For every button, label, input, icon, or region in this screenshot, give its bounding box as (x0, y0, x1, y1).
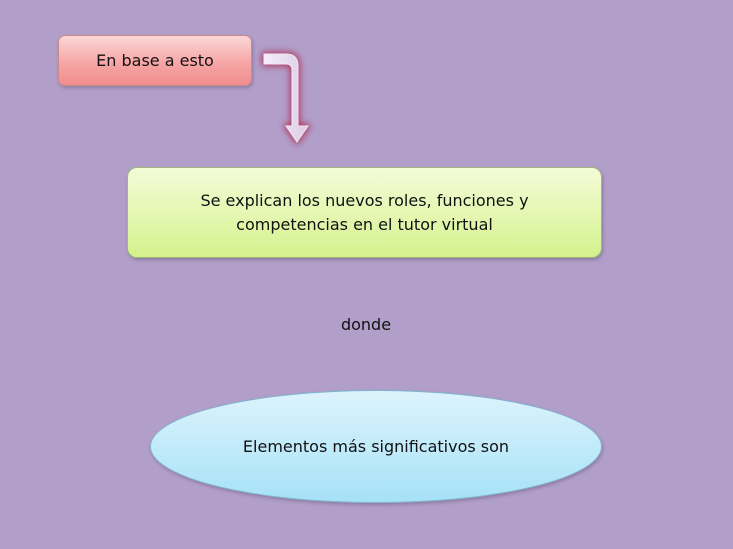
start-box: En base a esto (58, 35, 252, 86)
end-ellipse-label: Elementos más significativos son (242, 437, 510, 456)
connector-label: donde (340, 315, 392, 334)
middle-box: Se explican los nuevos roles, funciones … (127, 167, 602, 258)
middle-box-label: Se explican los nuevos roles, funciones … (200, 190, 529, 234)
start-box-label: En base a esto (96, 51, 214, 70)
bent-arrow-down-icon (261, 51, 311, 145)
end-ellipse: Elementos más significativos son (150, 390, 602, 503)
